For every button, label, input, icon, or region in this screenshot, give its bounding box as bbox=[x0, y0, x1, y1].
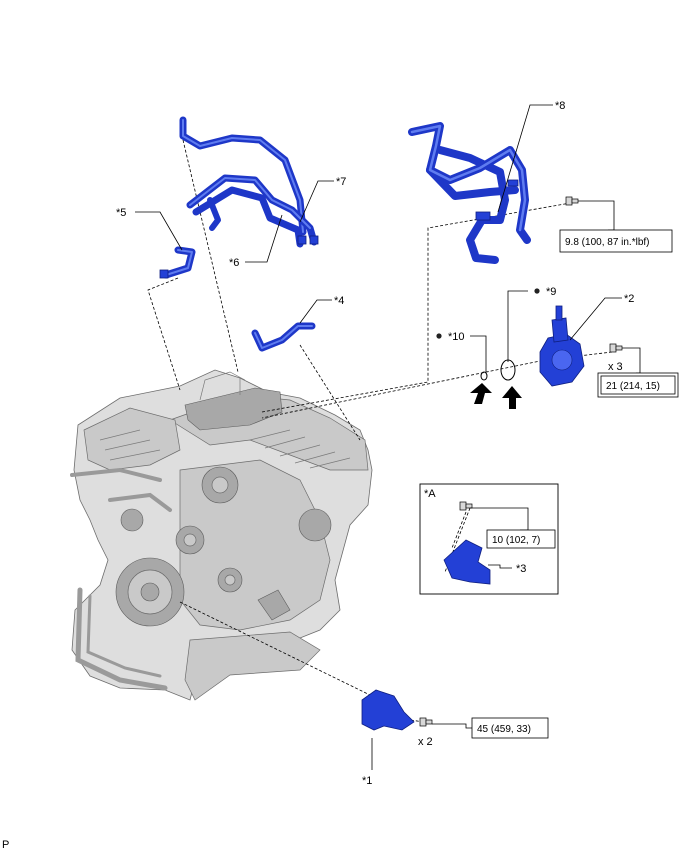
part-label-3: *3 bbox=[516, 563, 526, 575]
inset-label: *A bbox=[424, 488, 436, 500]
bolt-icon bbox=[459, 501, 473, 511]
bolts bbox=[419, 196, 623, 727]
hose-8 bbox=[408, 122, 531, 264]
bolt-icon bbox=[419, 717, 433, 727]
non-reusable-part-dot bbox=[436, 333, 442, 339]
torque-callout-4: 45 (459, 33) bbox=[471, 717, 549, 739]
torque-value: 45 (459, 33) bbox=[477, 724, 531, 735]
torque-value: 21 (214, 15) bbox=[606, 381, 660, 392]
hose-4 bbox=[251, 322, 316, 352]
arrow-icon bbox=[502, 386, 522, 409]
part-label-6: *6 bbox=[229, 257, 239, 269]
figure-footer-code: P bbox=[2, 839, 9, 851]
non-reusable-part-dot bbox=[534, 288, 540, 294]
bolt-icon bbox=[609, 343, 623, 353]
part-label-10: *10 bbox=[448, 331, 465, 343]
torque-value: 10 (102, 7) bbox=[492, 535, 540, 546]
mount-bracket-1 bbox=[361, 689, 415, 731]
hose-5 bbox=[159, 246, 196, 279]
inset-frame bbox=[419, 483, 559, 595]
part-label-4: *4 bbox=[334, 295, 344, 307]
part-label-9: *9 bbox=[546, 286, 556, 298]
label-leader-lines bbox=[135, 104, 641, 770]
quantity-label: x 2 bbox=[418, 736, 433, 748]
part-label-2: *2 bbox=[624, 293, 634, 305]
o-ring-9 bbox=[500, 359, 516, 381]
vacuum-pump-2 bbox=[539, 305, 585, 387]
o-ring-10 bbox=[480, 371, 488, 381]
bracket-3 bbox=[443, 511, 491, 585]
torque-value: 9.8 (100, 87 in.*lbf) bbox=[565, 237, 650, 248]
quantity-label: x 3 bbox=[608, 361, 623, 373]
engine-assembly bbox=[70, 369, 373, 701]
bolt-icon bbox=[565, 196, 579, 206]
part-label-8: *8 bbox=[555, 100, 565, 112]
torque-callout-1: 9.8 (100, 87 in.*lbf) bbox=[559, 229, 673, 253]
part-label-7: *7 bbox=[336, 176, 346, 188]
part-label-5: *5 bbox=[116, 207, 126, 219]
arrow-icon bbox=[470, 383, 492, 404]
hose-assembly-6-7 bbox=[179, 116, 319, 248]
torque-callout-2: 21 (214, 15) bbox=[597, 372, 679, 398]
part-label-1: *1 bbox=[362, 775, 372, 787]
torque-callout-3: 10 (102, 7) bbox=[486, 529, 556, 549]
